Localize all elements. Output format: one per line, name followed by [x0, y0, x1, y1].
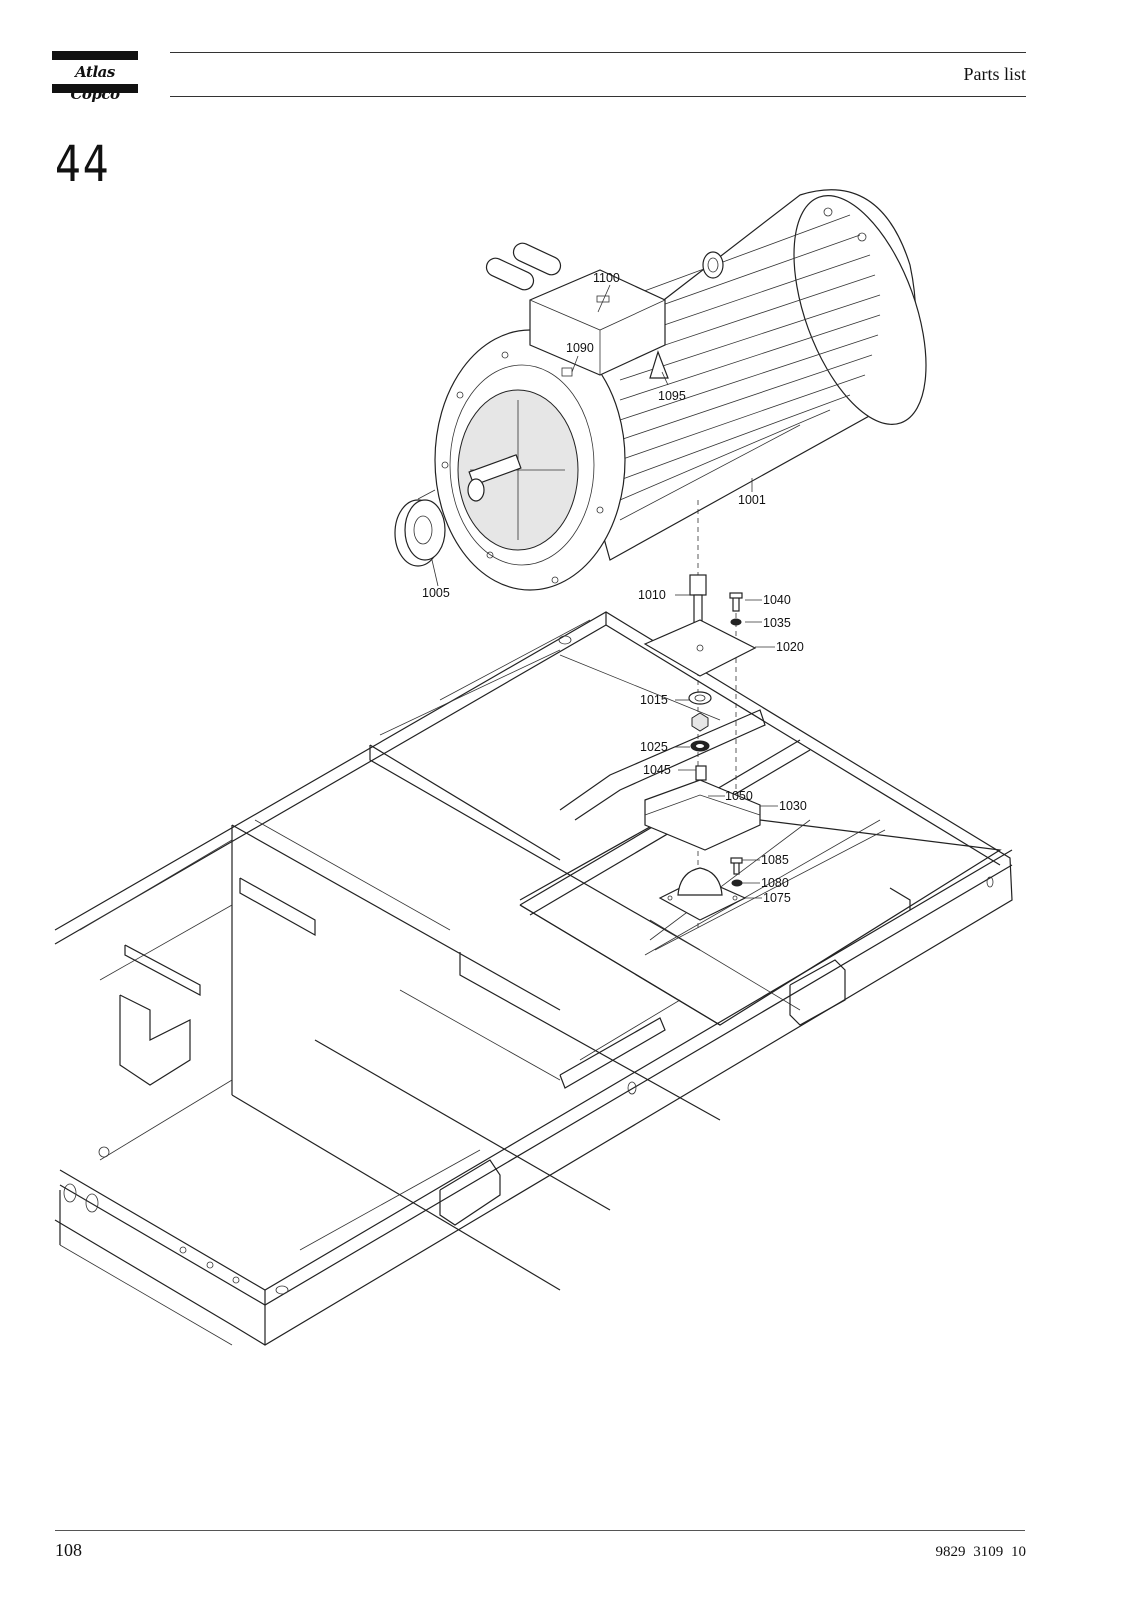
callout-1020: 1020 — [776, 640, 804, 654]
header-rule-bottom — [170, 96, 1026, 97]
callout-1045: 1045 — [643, 763, 671, 777]
footer-document-number: 9829 3109 10 — [935, 1544, 1027, 1560]
callout-1085: 1085 — [761, 853, 789, 867]
mounting-stack — [643, 500, 761, 930]
base-frame — [54, 611, 1013, 1346]
callout-1080: 1080 — [761, 876, 789, 890]
header-rule-top — [170, 52, 1026, 53]
header-title: Parts list — [963, 64, 1026, 84]
callout-1050: 1050 — [725, 789, 753, 803]
leader-lines — [431, 284, 778, 899]
logo-bar-top — [52, 51, 138, 60]
callout-1035: 1035 — [763, 616, 791, 630]
footer-page-number: 108 — [55, 1540, 82, 1560]
coupling-hub — [394, 489, 446, 567]
callout-1010: 1010 — [638, 588, 666, 602]
callout-1040: 1040 — [763, 593, 791, 607]
electric-motor — [434, 189, 927, 591]
atlas-copco-logo: Atlas Copco — [52, 51, 138, 103]
callout-1030: 1030 — [779, 799, 807, 813]
callout-1025: 1025 — [640, 740, 668, 754]
callout-1090: 1090 — [566, 341, 594, 355]
callout-labels: 1100 1090 1095 1001 1005 1010 1040 1035 … — [422, 271, 807, 905]
callout-1005: 1005 — [422, 586, 450, 600]
callout-1095: 1095 — [658, 389, 686, 403]
logo-bar-bottom — [52, 84, 138, 93]
footer-rule — [55, 1530, 1025, 1531]
callout-1100: 1100 — [593, 271, 620, 285]
callout-1015: 1015 — [640, 693, 668, 707]
section-number: 44 — [55, 135, 111, 193]
callout-1075: 1075 — [763, 891, 791, 905]
callout-1001: 1001 — [738, 493, 766, 507]
